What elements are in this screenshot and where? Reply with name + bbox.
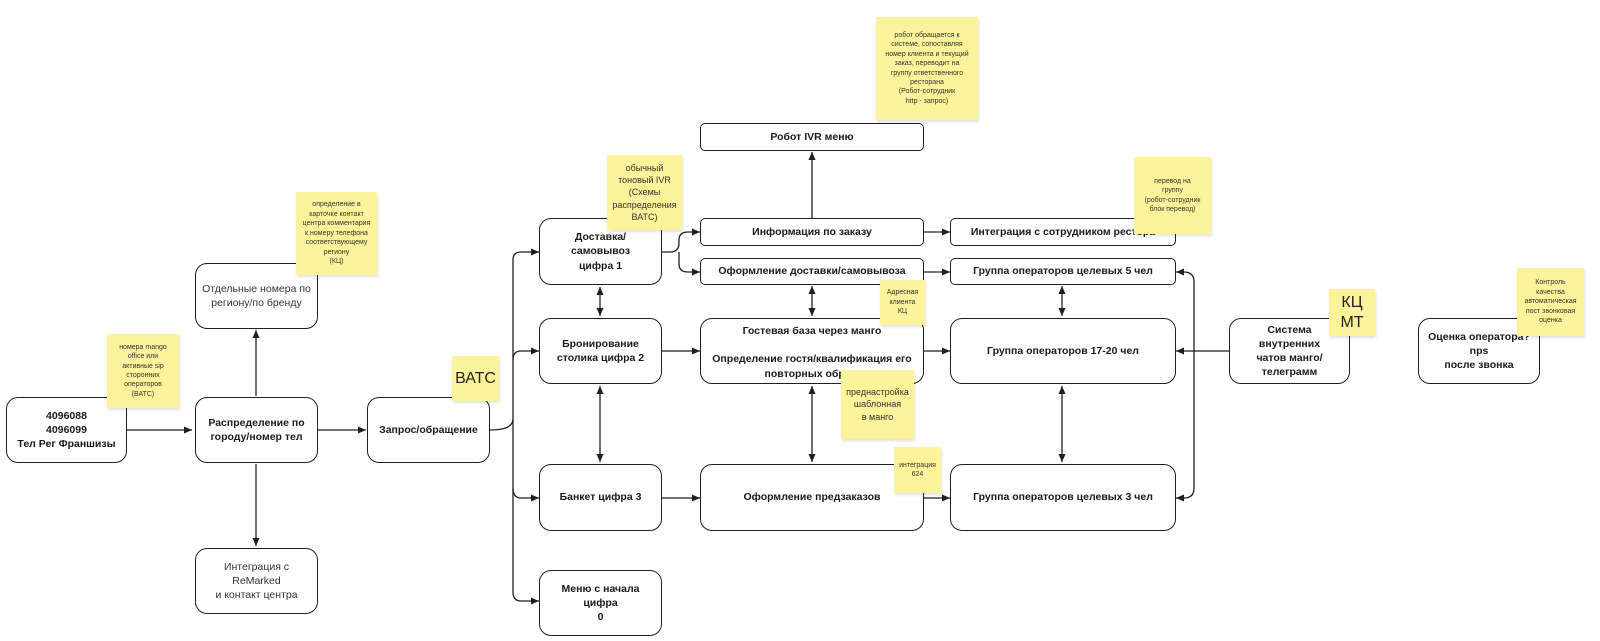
- sticky-transfer: перевод на группу (робот-сотрудник блок …: [1134, 157, 1211, 234]
- sticky-robot-note: робот обращается к системе, сопоставляя …: [876, 17, 978, 120]
- edge-chat-branches: [1176, 268, 1195, 502]
- edge-request-delivery: [489, 248, 539, 431]
- node-ivr-robot: Робот IVR меню: [700, 123, 924, 151]
- node-banquet: Банкет цифра 3: [539, 464, 662, 531]
- node-booking: Бронирование столика цифра 2: [539, 318, 662, 384]
- node-preorders: Оформление предзаказов: [700, 464, 924, 531]
- edge-delivery-orderinfo: [662, 228, 700, 253]
- sticky-kc-mt: КЦ МТ: [1329, 289, 1375, 336]
- sticky-address: Адресная клиента КЦ: [880, 280, 925, 325]
- node-distribution: Распределение по городу/номер тел: [195, 397, 318, 463]
- node-group-17: Группа операторов 17-20 чел: [950, 318, 1176, 384]
- node-regional-numbers: Отдельные номера по региону/по бренду: [195, 263, 318, 329]
- sticky-vats: ВАТС: [452, 356, 499, 401]
- node-delivery-form: Оформление доставки/самовывоза: [700, 258, 924, 285]
- node-phones: 4096088 4096099 Тел Рег Франшизы: [6, 397, 127, 463]
- node-order-info: Информация по заказу: [700, 218, 924, 246]
- node-remarked: Интеграция с ReMarked и контакт центра: [195, 548, 318, 614]
- node-rating: Оценка оператора?nps после звонка: [1418, 318, 1540, 384]
- edge-request-banquet: [512, 419, 539, 502]
- node-menu: Меню с начала цифра 0: [539, 570, 662, 636]
- sticky-template: преднастройка шаблонная в манго: [841, 370, 914, 439]
- edge-request-booking: [512, 347, 539, 361]
- node-group-3: Группа операторов целевых 3 чел: [950, 464, 1176, 531]
- edge-request-menu: [512, 488, 539, 605]
- sticky-card-definition: определение в карточке контакт центра ко…: [296, 192, 377, 275]
- node-request: Запрос/обращение: [367, 397, 490, 463]
- sticky-mango: номера mango office или активные sip сто…: [107, 334, 179, 408]
- sticky-tone-ivr: обычный тоновый IVR (Схемы распределения…: [607, 155, 682, 230]
- sticky-integration624: интеграция 624: [894, 447, 941, 493]
- node-group-5: Группа операторов целевых 5 чел: [950, 258, 1176, 285]
- sticky-quality: Контроль качества автоматическая пост зв…: [1517, 268, 1584, 336]
- edge-delivery-deliveryform: [678, 252, 700, 276]
